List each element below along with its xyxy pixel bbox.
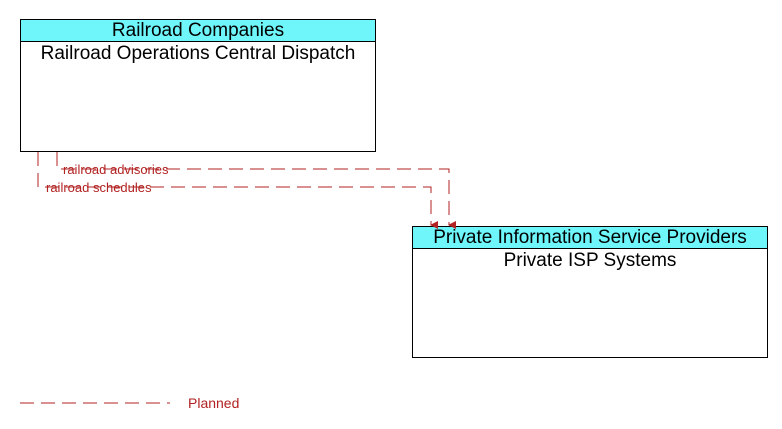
private-isp-providers-header: Private Information Service Providers (413, 227, 767, 249)
private-isp-systems-name: Private ISP Systems (503, 250, 677, 271)
legend-planned-label: Planned (188, 395, 240, 411)
railroad-companies-header: Railroad Companies (21, 20, 375, 42)
flow-line-railroad-advisories (56, 152, 456, 229)
railroad-operations-name: Railroad Operations Central Dispatch (40, 43, 356, 64)
flow-line-railroad-schedules (37, 152, 438, 229)
flow-label-railroad-advisories: railroad advisories (63, 162, 169, 177)
private-isp-node: Private Information Service Providers Pr… (412, 226, 768, 358)
flow-label-railroad-schedules: railroad schedules (46, 180, 152, 195)
railroad-operations-node: Railroad Companies Railroad Operations C… (20, 19, 376, 152)
